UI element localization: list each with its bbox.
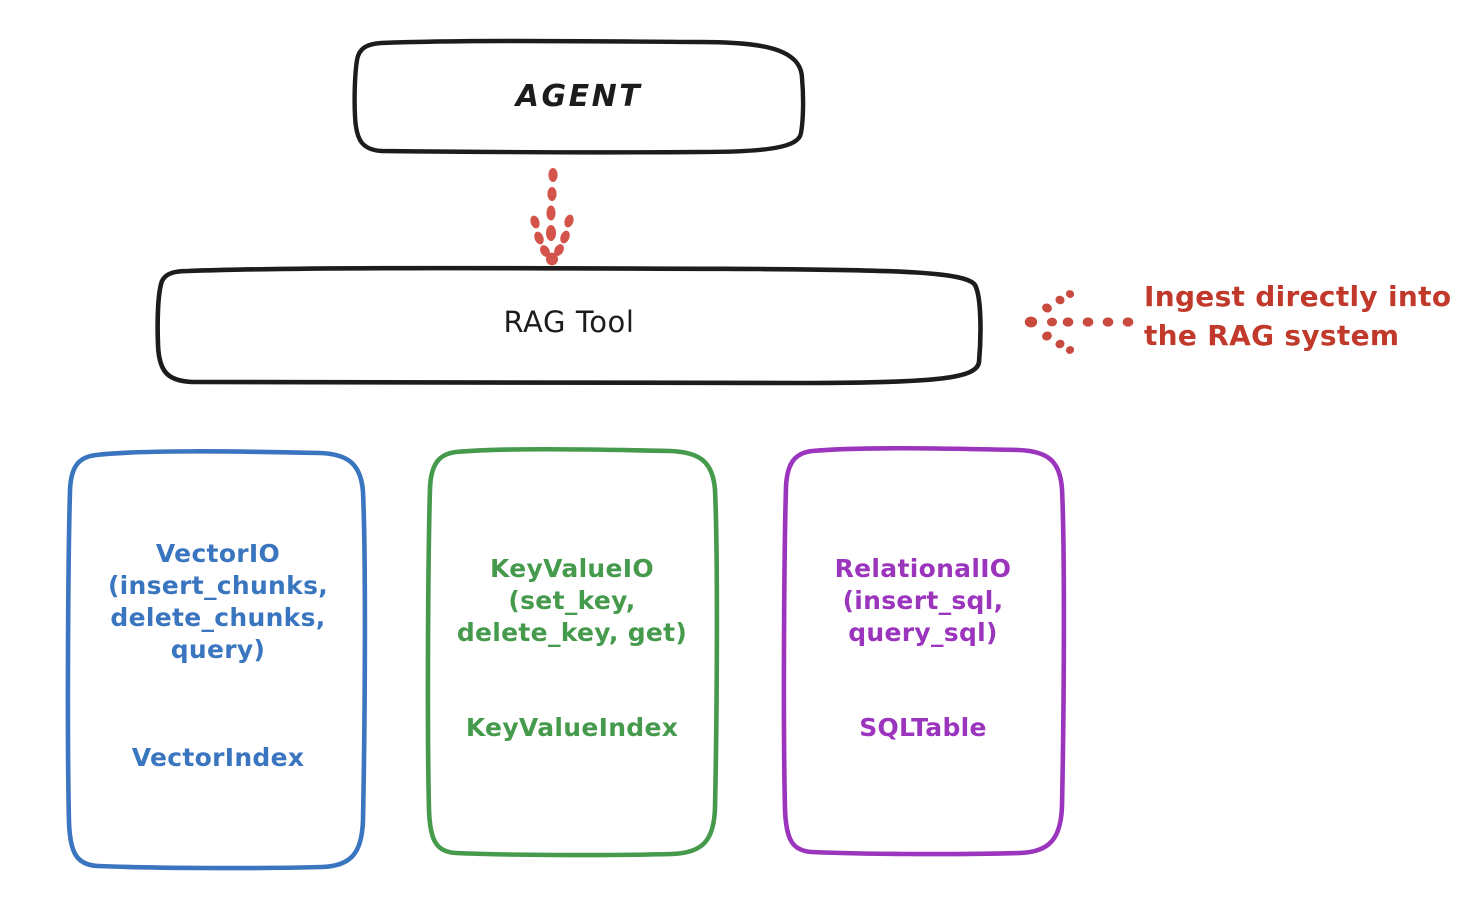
key-value-io-node[interactable]	[425, 446, 720, 858]
key-value-io-box-outline	[425, 446, 720, 858]
rag-tool-box-outline	[155, 265, 983, 386]
relational-io-box-outline	[781, 445, 1067, 857]
relational-io-node[interactable]	[781, 445, 1067, 857]
ingest-annotation-label: Ingest directly into the RAG system	[1144, 280, 1452, 352]
rag-tool-node[interactable]	[155, 265, 983, 386]
vector-io-node[interactable]	[65, 449, 368, 871]
agent-to-rag-arrow	[530, 168, 574, 266]
vector-io-box-outline	[65, 449, 368, 871]
agent-node[interactable]	[352, 38, 806, 155]
ingest-arrow	[1024, 290, 1134, 354]
agent-box-outline	[352, 38, 806, 155]
